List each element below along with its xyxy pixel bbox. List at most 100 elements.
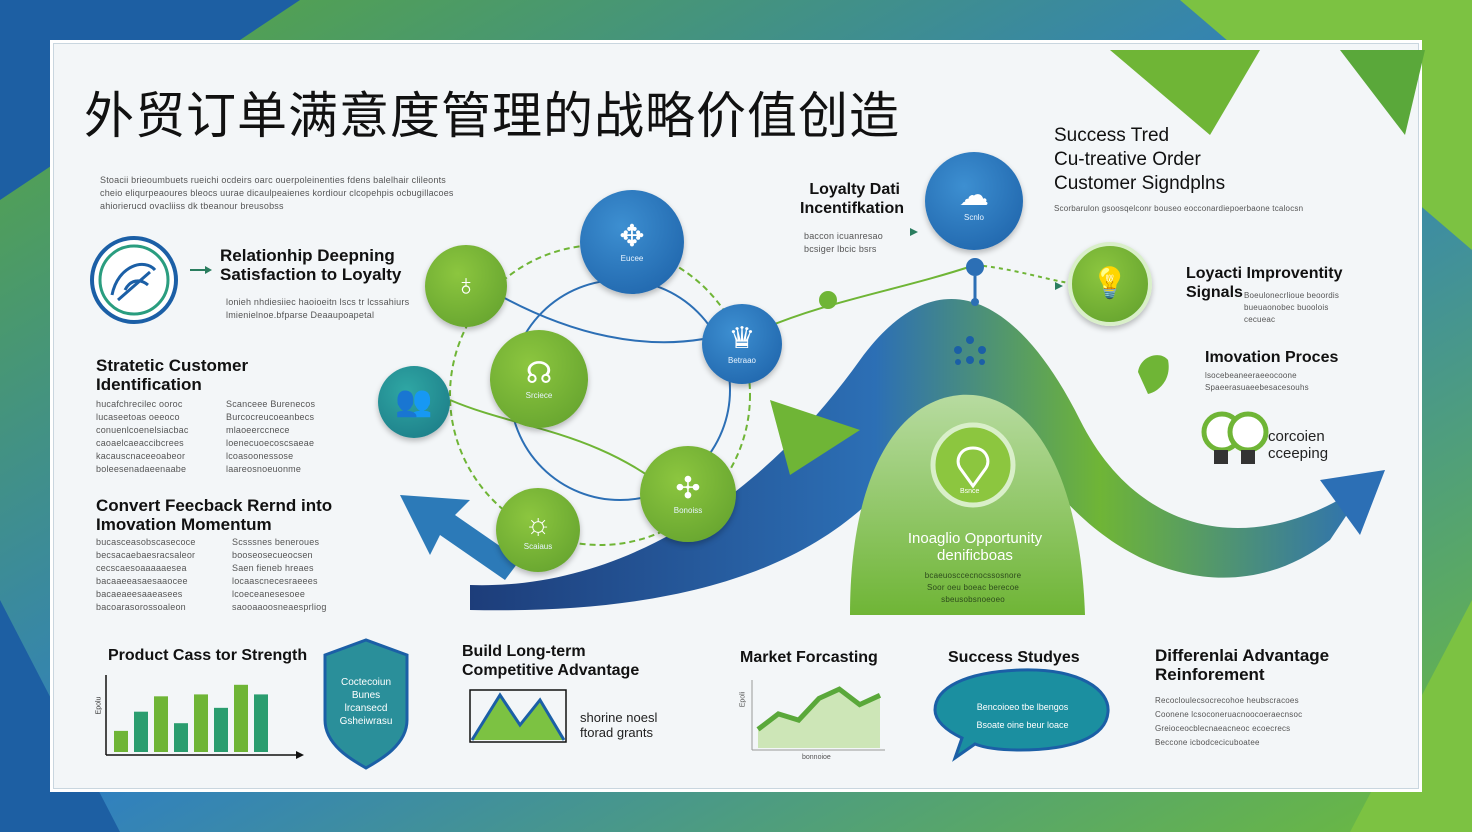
text-line: Coctecoiun (340, 677, 392, 688)
build-title-line-1: Build Long-term (462, 643, 586, 660)
connector-dot (971, 298, 979, 306)
opportunity-line-2: denificboas (937, 547, 1013, 564)
node-lightbulb[interactable]: 💡 (1068, 242, 1152, 326)
node-person-care[interactable]: ♁ (425, 245, 507, 327)
handshake-icon (110, 262, 157, 302)
loyalty-data-title-line-1: Loyalty Dati (809, 181, 900, 198)
corner-triangle (1340, 50, 1425, 135)
strategic-title: Stratetic Customer Identification (96, 356, 248, 394)
loyalty-improve-text: Boeulonecrlioue beoordis bueuaonobec buo… (1244, 290, 1339, 326)
node-gear-people[interactable]: ♛ Betraao (702, 304, 782, 384)
text-line: boleesenadaeenaabe (96, 464, 187, 474)
loyalty-data-title: Loyalty Dati Incentifkation (800, 180, 905, 218)
node-puzzle[interactable]: ✣ Bonoiss (640, 446, 736, 542)
market-area (758, 689, 880, 748)
bar (214, 707, 228, 752)
text-line: booseosecueocsen (232, 550, 313, 560)
speech-bubble (933, 668, 1110, 762)
bar (194, 694, 208, 752)
success-trend-title: Success Tred Cu-treative Order Customer … (1054, 124, 1225, 196)
text-line: kacauscnaceeoabeor (96, 451, 186, 461)
bubble-text: Bencoioeo tbe lbengos Bsoate oine beur l… (950, 698, 1095, 734)
middle-arrow (770, 400, 860, 475)
bulb-icon: ☼ (524, 507, 552, 541)
loyalty-data-text: baccon icuanresao bcsiger lbcic bsrs (804, 230, 883, 256)
text-line: bueuaonobec buoolois (1244, 303, 1329, 312)
node-people[interactable]: 👥 (378, 366, 450, 438)
node-handshake[interactable]: ☊ Srciece (490, 330, 588, 428)
loyalty-data-title-line-2: Incentifkation (800, 200, 905, 217)
bar-chart (114, 684, 268, 752)
convert-col-1: bucasceasobscasecoce becsacaebaesracsale… (96, 536, 196, 614)
text-line: lsocebeaneeraeeocoone (1205, 371, 1297, 380)
market-axis-label: Epoli (739, 691, 747, 708)
text-line: locaascnecesraeees (232, 576, 318, 586)
text-line: laareosnoeuonme (226, 464, 302, 474)
intro-text: Stoacii brieoumbuets rueichi ocdeirs oar… (100, 174, 570, 213)
strategic-title-line-1: Stratetic Customer (96, 356, 249, 375)
build-note-line-2: ftorad grants (580, 725, 653, 740)
market-line (756, 686, 882, 732)
main-panel (50, 40, 1422, 792)
text-line: conuenlcoenelsiacbac (96, 425, 189, 435)
build-title: Build Long-term Competitive Advantage (462, 642, 639, 680)
text-line: hucafchrecilec ooroc (96, 399, 183, 409)
product-axis-label: Epolu (95, 696, 103, 715)
build-note: shorine noesl ftorad grants (580, 710, 657, 740)
strategic-col-2: Scanceee Burenecos Burcocreucoeanbecs ml… (226, 398, 315, 476)
node-bulb[interactable]: ☼ Scaiaus (496, 488, 580, 572)
bulb-icon (1227, 411, 1269, 453)
success-trend-line-3: Customer Signdplns (1054, 173, 1226, 194)
orbit-ring (449, 244, 751, 546)
innovation-text: lsocebeaneeraeeocoone Spaeerasuaeebesace… (1205, 370, 1309, 394)
node-hand-tree[interactable]: ✥ Eucee (580, 190, 684, 294)
axis-arrow (296, 751, 304, 759)
convert-title: Convert Feecback Rernd into Imovation Mo… (96, 496, 332, 534)
gear-people-icon: ♛ (728, 321, 756, 355)
text-line: Scsssnes beneroues (232, 537, 320, 547)
text-line: lcoeceanesesoee (232, 589, 306, 599)
relationship-title: Relationhip Deepning Satisfaction to Loy… (220, 246, 401, 284)
relationship-text-line: lmienielnoe.bfparse Deaaupoapetal (226, 310, 375, 320)
text-line: Saen fieneb hreaes (232, 563, 314, 573)
text-line: caoaelcaeaccibcrees (96, 438, 184, 448)
opportunity-line-1: Inoaglio Opportunity (907, 530, 1043, 547)
text-line: baccon icuanresao (804, 231, 883, 241)
node-cloud[interactable]: ☁ Scnlo (925, 152, 1023, 250)
text-line: bacaeaeesaaeasees (96, 589, 183, 599)
text-line: Coonene lcsoconeruacnoocoeraecnsoc (1155, 710, 1303, 719)
node-label: Scnlo (963, 212, 984, 222)
text-line: Greioceocblecnaeacneoc ecoecrecs (1155, 724, 1291, 733)
text-line: Bunes (351, 690, 381, 701)
small-arrow (205, 266, 212, 274)
node-label: Srciece (525, 390, 553, 400)
node-label: Bonoiss (673, 505, 703, 515)
text-line: Beccone icbodcecicuboatee (1155, 738, 1260, 747)
relationship-text: lonieh nhdiesiiec haoioeitn lscs tr lcss… (226, 296, 409, 322)
market-footer: bonnoioe (802, 754, 831, 761)
handshake-icon: ☊ (525, 356, 553, 390)
text-line: Burcocreucoeanbecs (226, 412, 315, 422)
person-care-icon: ♁ (454, 269, 478, 302)
text-line: saooaaoosneaesprliog (232, 602, 327, 612)
shield-icon (323, 638, 409, 770)
advantage-line (470, 692, 566, 741)
hand-tree-icon: ✥ (619, 219, 645, 253)
text-line: sbeusobsnoeoeo (941, 595, 1005, 604)
location-pin-icon (956, 446, 990, 489)
leaf-icon (1138, 355, 1169, 394)
opportunity-title: Inoaglio Opportunity denificboas (890, 530, 1060, 564)
opportunity-badge-label: Bsnce (960, 488, 980, 495)
concern-label: corcoien cceeping (1268, 428, 1328, 462)
bubble-line-1: Bencoioeo tbe lbengos (976, 702, 1069, 712)
text-line: bacaaeeasaesaaocee (96, 576, 188, 586)
success-trend-line-1: Success Tred (1054, 125, 1170, 146)
node-label: Eucee (620, 253, 644, 263)
loyalty-improve-title: Loyacti Improventity Signals (1186, 264, 1342, 302)
people-icon: 👥 (395, 385, 433, 418)
text-line: Scanceee Burenecos (226, 399, 316, 409)
concern-line-1: corcoien (1268, 428, 1325, 445)
bulb-base (1241, 450, 1255, 464)
market-title: Market Forcasting (740, 649, 878, 666)
intro-line: ahiorierucd ovacliiss dk tbeanour breuso… (100, 201, 284, 211)
